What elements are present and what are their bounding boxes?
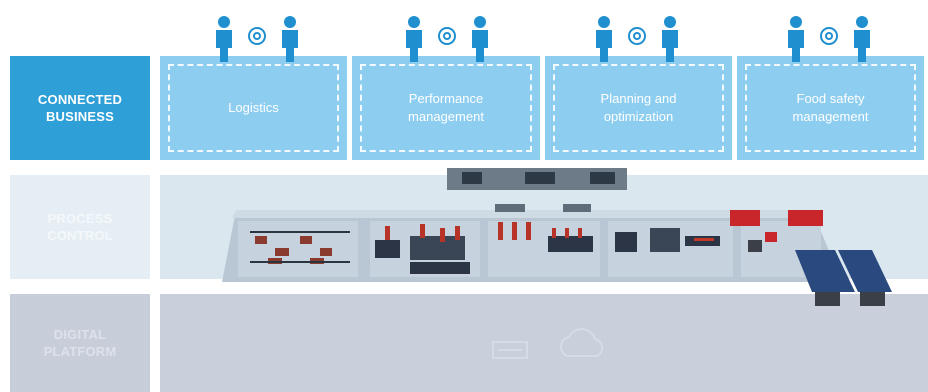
person-icon [854, 16, 870, 62]
person-icon [282, 16, 298, 62]
digital-platform-band [160, 294, 928, 392]
server-icon [492, 341, 528, 359]
gear-icon [438, 27, 456, 45]
business-label: Performance management [360, 64, 532, 152]
tier-label-connected-business: CONNECTED BUSINESS [10, 56, 150, 160]
business-box-performance-management: Performance management [352, 56, 540, 160]
person-icon [788, 16, 804, 62]
people-gear-icon-group [788, 16, 870, 62]
tier-label-process-control: PROCESS CONTROL [10, 175, 150, 279]
business-label: Planning and optimization [553, 64, 724, 152]
person-icon [596, 16, 612, 62]
business-label: Food safety management [745, 64, 916, 152]
person-icon [472, 16, 488, 62]
person-icon [406, 16, 422, 62]
business-box-planning-optimization: Planning and optimization [545, 56, 732, 160]
person-icon [662, 16, 678, 62]
people-gear-icon-group [216, 16, 298, 62]
tier-label-digital-platform: DIGITAL PLATFORM [10, 294, 150, 392]
people-gear-icon-group [596, 16, 678, 62]
business-box-food-safety: Food safety management [737, 56, 924, 160]
gear-icon [628, 27, 646, 45]
business-box-logistics: Logistics [160, 56, 347, 160]
gear-icon [820, 27, 838, 45]
person-icon [216, 16, 232, 62]
truck [838, 250, 892, 292]
business-label: Logistics [168, 64, 339, 152]
people-gear-icon-group [406, 16, 488, 62]
cloud-icon [559, 328, 604, 357]
truck [795, 250, 855, 292]
gear-icon [248, 27, 266, 45]
